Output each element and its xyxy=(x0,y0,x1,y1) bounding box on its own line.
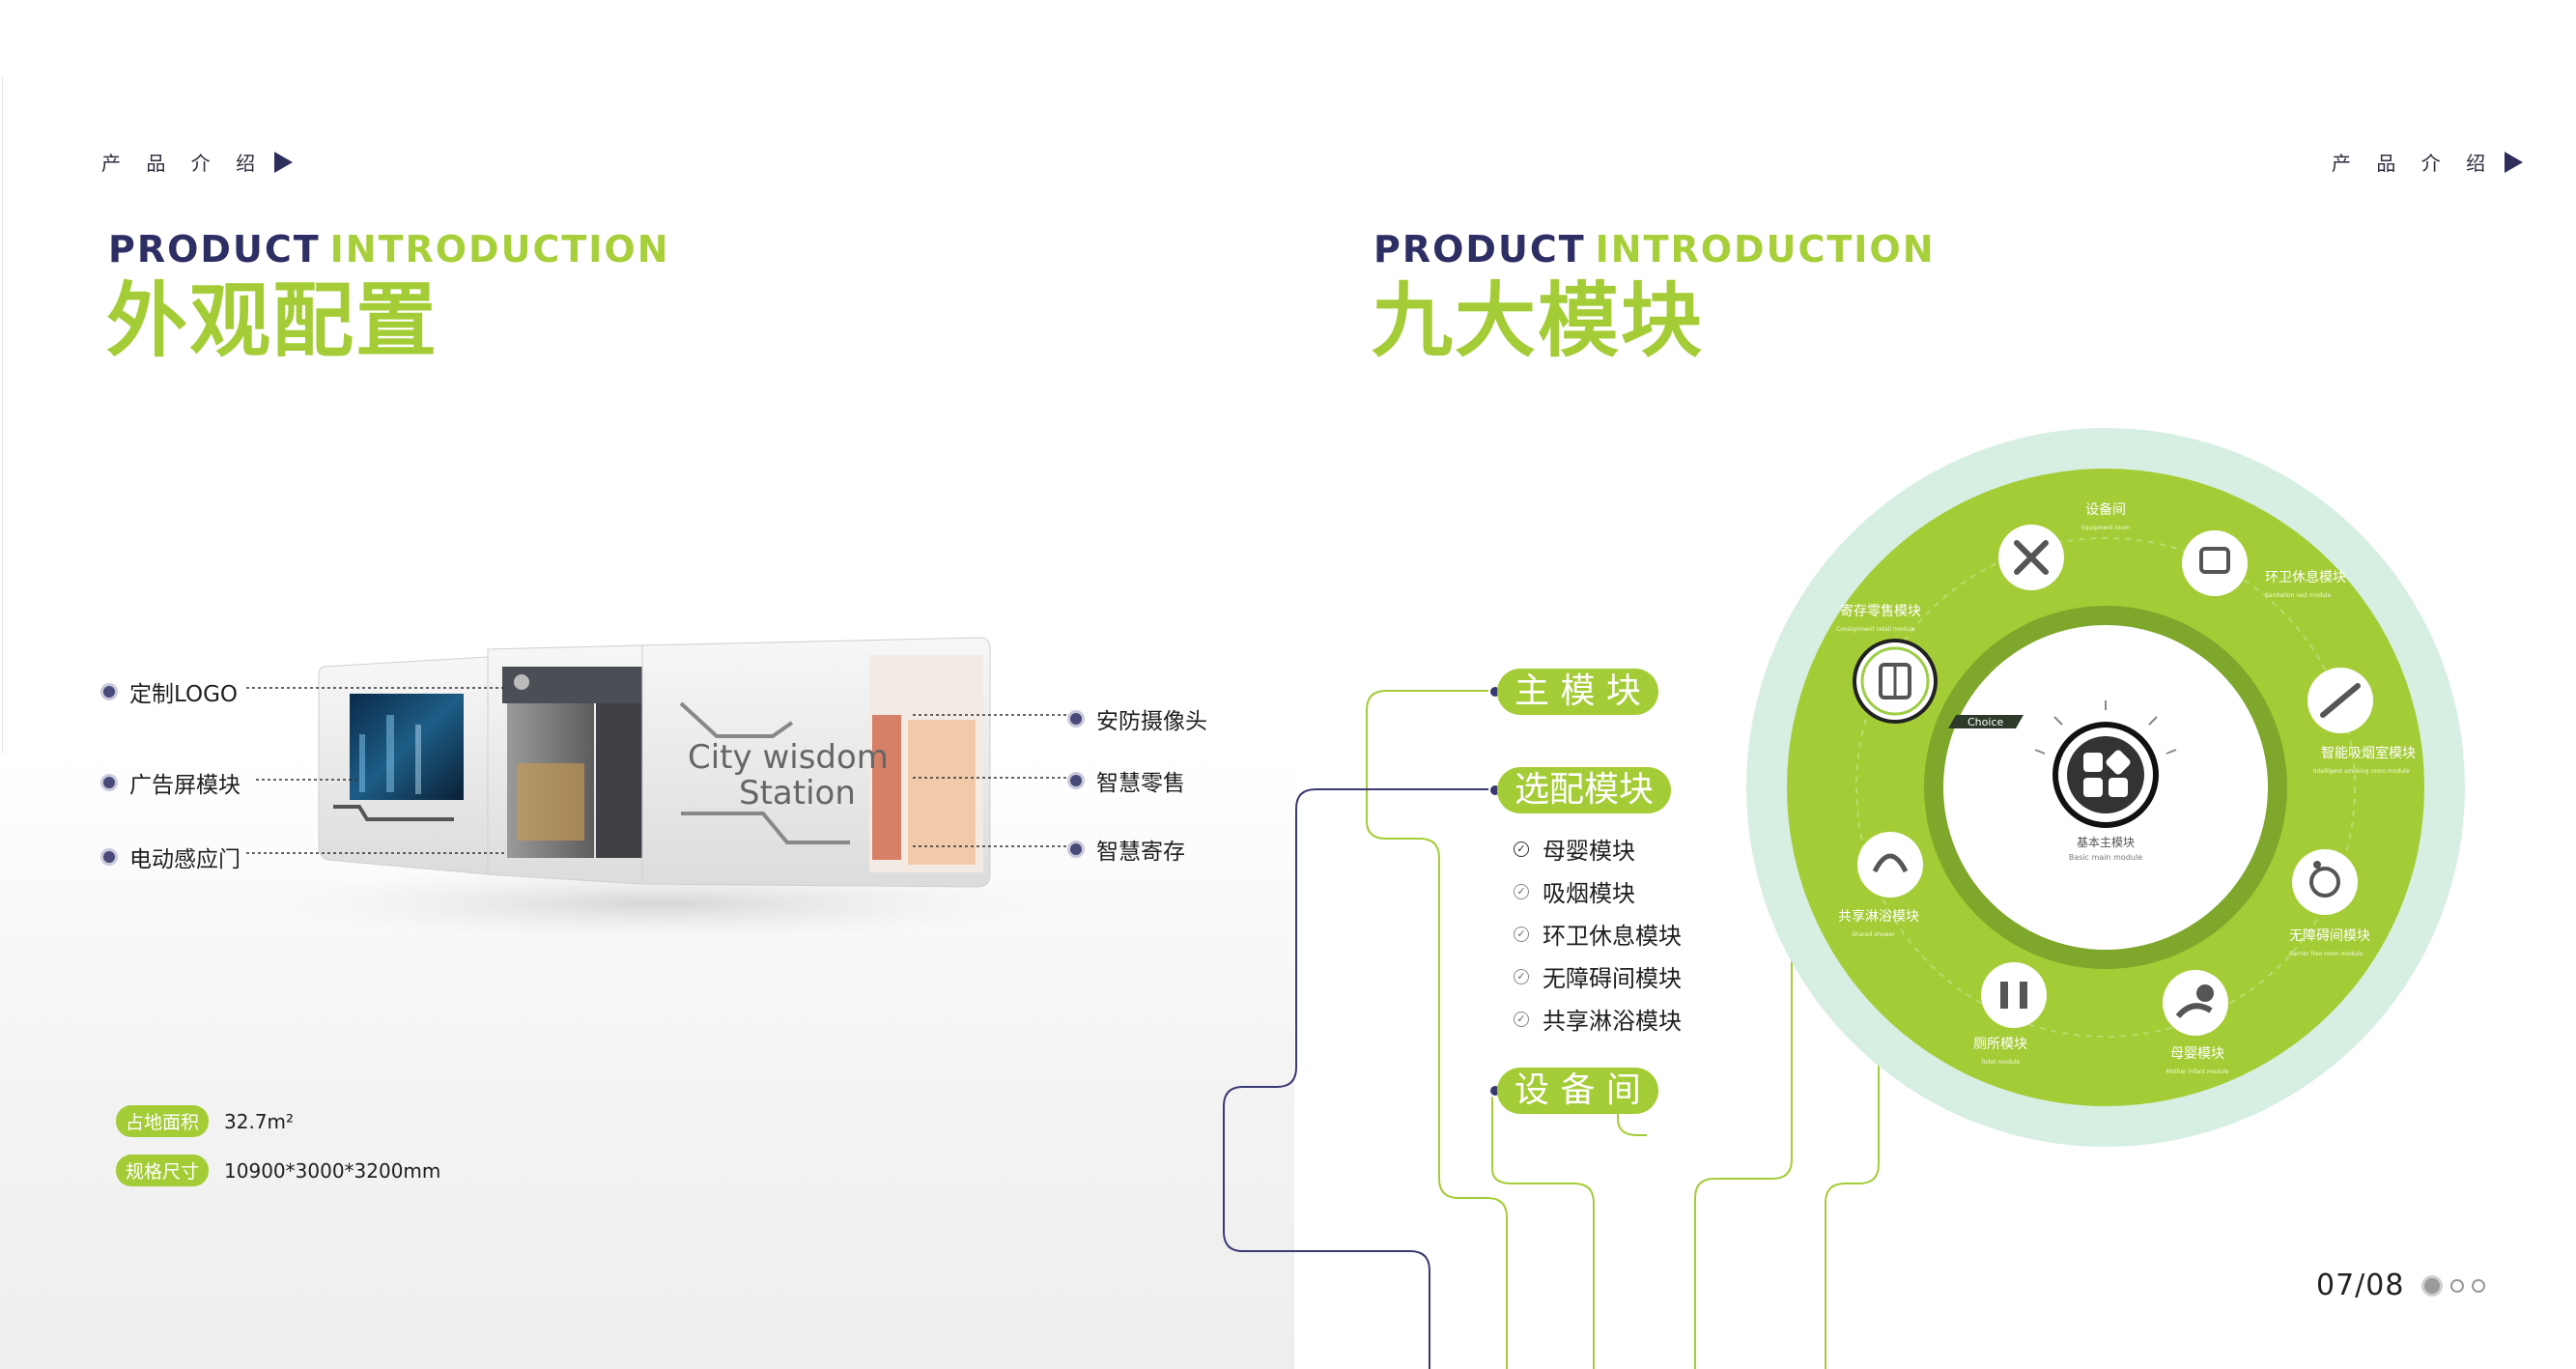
module-sanitation-rest: 环卫休息模块 Sanitation rest module xyxy=(2182,530,2346,599)
option-label: 共享淋浴模块 xyxy=(1543,1008,1682,1035)
center-sub: Basic main module xyxy=(2069,853,2142,862)
callout-smart-retail: 智慧零售 xyxy=(1067,764,1185,797)
option-shared-shower[interactable]: ✓ 共享淋浴模块 xyxy=(1514,1002,1682,1036)
callout-label: 电动感应门 xyxy=(129,847,241,872)
module-sub: Consignment retail module xyxy=(1836,626,1915,633)
callout-auto-door: 电动感应门 xyxy=(100,841,241,873)
spec-size: 规格尺寸 10900*3000*3200mm xyxy=(116,1155,440,1186)
pager-dot[interactable] xyxy=(2450,1278,2465,1293)
check-circle-icon: ✓ xyxy=(1514,968,1529,984)
callout-custom-logo: 定制LOGO xyxy=(100,675,238,708)
play-arrow-icon xyxy=(274,151,294,173)
bullet-dot xyxy=(100,774,118,791)
pager: 07/08 xyxy=(2316,1269,2486,1302)
module-shared-shower: 共享淋浴模块 Shared shower xyxy=(1838,832,1923,938)
section-tag-left: 产 品 介 绍 xyxy=(101,148,294,176)
eyebrow-dark: PRODUCT xyxy=(1373,228,1586,271)
page-number: 07/08 xyxy=(2316,1269,2405,1302)
module-label: 共享淋浴模块 xyxy=(1838,908,1919,925)
spec-value: 32.7m² xyxy=(224,1109,295,1133)
option-sanitation-rest[interactable]: ✓ 环卫休息模块 xyxy=(1514,917,1682,951)
section-tag-text: 产 品 介 绍 xyxy=(2332,152,2496,175)
option-label: 无障碍间模块 xyxy=(1543,965,1682,992)
option-label: 环卫休息模块 xyxy=(1543,923,1682,950)
page-border xyxy=(2,77,3,1369)
callout-smart-storage: 智慧寄存 xyxy=(1067,833,1185,866)
page-title-right: 九大模块 xyxy=(1372,273,1705,368)
chip-main-module: 主 模 块 xyxy=(1497,669,1658,715)
callout-label: 智慧寄存 xyxy=(1096,840,1185,865)
pager-dot-active[interactable] xyxy=(2421,1274,2444,1297)
eyebrow-dark: PRODUCT xyxy=(108,228,321,271)
page-title-left: 外观配置 xyxy=(106,273,439,368)
play-arrow-icon xyxy=(2505,151,2524,173)
bullet-dot xyxy=(1067,841,1085,858)
spec-label: 占地面积 xyxy=(116,1105,210,1137)
section-tag-text: 产 品 介 绍 xyxy=(101,152,266,175)
option-label: 吸烟模块 xyxy=(1543,880,1635,907)
option-smoking[interactable]: ✓ 吸烟模块 xyxy=(1514,874,1635,908)
bullet-dot xyxy=(100,848,118,866)
module-consignment-retail: 寄存零售模块 Consignment retail module xyxy=(1836,603,1938,724)
chip-optional-modules: 选配模块 xyxy=(1497,767,1672,813)
module-barrier-free: 无障碍间模块 Barrier free room module xyxy=(2289,849,2370,957)
callout-label: 广告屏模块 xyxy=(129,773,241,798)
section-tag-right: 产 品 介 绍 xyxy=(2332,148,2524,176)
bullet-dot xyxy=(1067,772,1085,789)
module-sub: Mother infant module xyxy=(2166,1069,2229,1075)
check-circle-icon: ✓ xyxy=(1514,883,1529,899)
center-label: 基本主模块 xyxy=(2077,836,2135,849)
bullet-dot xyxy=(1067,710,1085,727)
option-maternal[interactable]: ✓ 母婴模块 xyxy=(1514,832,1635,866)
module-label: 智能吸烟室模块 xyxy=(2321,745,2416,761)
module-label: 设备间 xyxy=(2085,501,2126,518)
eyebrow-green: INTRODUCTION xyxy=(1595,228,1936,271)
module-label: 无障碍间模块 xyxy=(2289,928,2370,944)
booth-text-line1: City wisdom xyxy=(688,738,889,777)
module-sub: Equipment room xyxy=(2081,525,2130,531)
option-label: 母婴模块 xyxy=(1543,838,1635,865)
bullet-dot xyxy=(100,683,118,700)
choice-tag: Choice xyxy=(1967,716,2003,728)
spec-value: 10900*3000*3200mm xyxy=(224,1158,441,1183)
center-module-logo xyxy=(2034,700,2177,828)
check-circle-icon: ✓ xyxy=(1514,926,1529,942)
module-label: 寄存零售模块 xyxy=(1840,603,1921,619)
module-sub: Toilet module xyxy=(1980,1059,2020,1066)
callout-label: 智慧零售 xyxy=(1096,771,1185,796)
pager-dot[interactable] xyxy=(2472,1278,2486,1293)
module-equipment-room: 设备间 Equipment room xyxy=(1998,501,2130,590)
module-sub: Barrier free room module xyxy=(2289,951,2363,957)
callout-ad-screen: 广告屏模块 xyxy=(100,766,241,799)
module-wheel: 基本主模块 Basic main module Choice 设备间 Equip… xyxy=(1746,428,2465,1147)
module-smoking-room: 智能吸烟室模块 Intelligent smoking room module xyxy=(2307,668,2416,775)
option-barrier-free[interactable]: ✓ 无障碍间模块 xyxy=(1514,959,1682,993)
spec-area: 占地面积 32.7m² xyxy=(116,1105,294,1137)
module-label: 环卫休息模块 xyxy=(2265,569,2346,585)
module-sub: Shared shower xyxy=(1852,931,1895,938)
chip-equipment-room: 设 备 间 xyxy=(1497,1068,1658,1114)
module-toilet: 厕所模块 Toilet module xyxy=(1973,962,2047,1066)
eyebrow-green: INTRODUCTION xyxy=(329,228,670,271)
booth-text-line2: Station xyxy=(739,774,856,813)
check-circle-icon: ✓ xyxy=(1514,1011,1529,1027)
spec-label: 规格尺寸 xyxy=(116,1155,210,1186)
module-label: 母婴模块 xyxy=(2170,1046,2224,1062)
callout-camera: 安防摄像头 xyxy=(1067,702,1207,735)
module-sub: Intelligent smoking room module xyxy=(2313,768,2410,775)
check-circle-icon: ✓ xyxy=(1514,841,1529,857)
module-label: 厕所模块 xyxy=(1973,1037,2027,1052)
booth-illustration: City wisdom Station xyxy=(246,637,1067,942)
callout-label: 安防摄像头 xyxy=(1096,709,1207,734)
module-sub: Sanitation rest module xyxy=(2265,592,2332,599)
callout-label: 定制LOGO xyxy=(129,682,239,707)
module-mother-infant: 母婴模块 Mother infant module xyxy=(2163,970,2229,1075)
